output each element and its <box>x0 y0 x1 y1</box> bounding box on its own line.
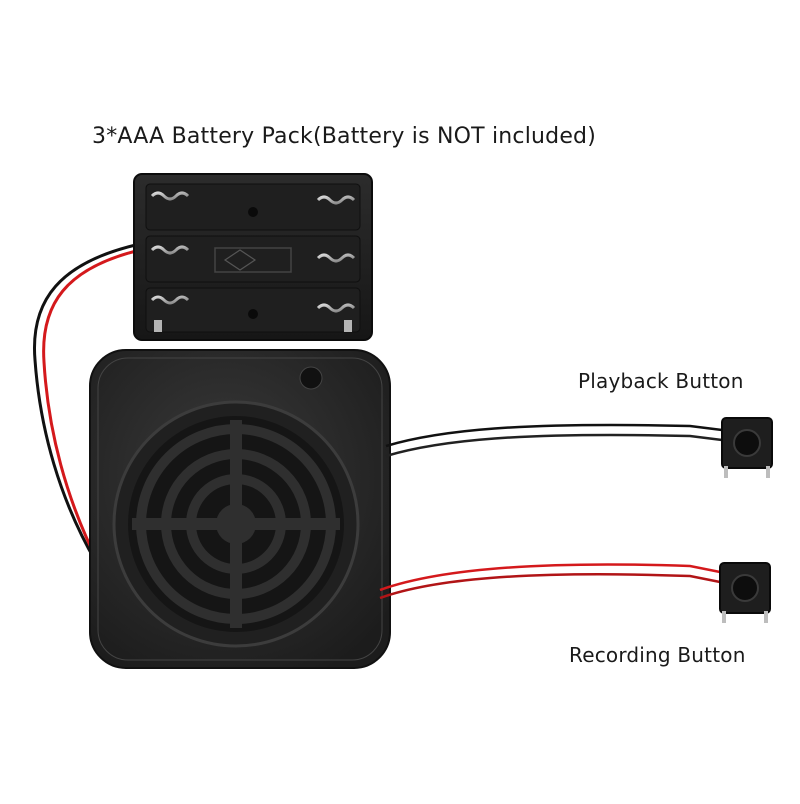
recording-wires <box>379 563 721 600</box>
recording-button-label: Recording Button <box>569 643 746 667</box>
playback-button-label: Playback Button <box>578 369 744 393</box>
speaker-module <box>89 349 391 669</box>
battery-springs <box>150 191 356 313</box>
battery-pack-label: 3*AAA Battery Pack(Battery is NOT includ… <box>92 124 597 149</box>
recording-button <box>719 562 771 623</box>
playback-wires <box>385 423 723 458</box>
battery-wires <box>32 242 141 567</box>
battery-pack <box>133 173 373 341</box>
playback-button <box>721 417 773 478</box>
speaker-grille <box>112 400 360 648</box>
